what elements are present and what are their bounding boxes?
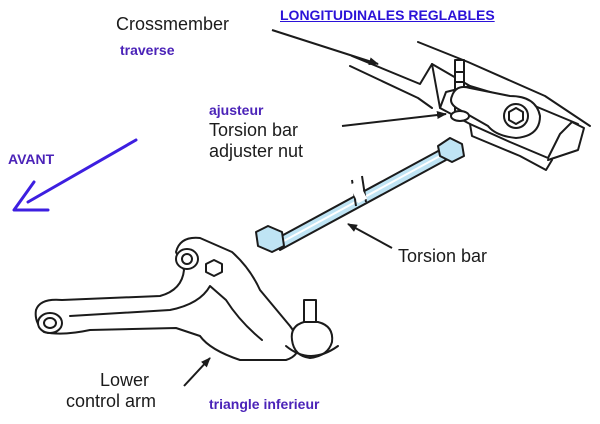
control-arm-leader: [183, 357, 211, 387]
control-arm-label-fr: triangle inferieur: [209, 396, 320, 412]
crossmember-rail-bottom: [349, 65, 433, 109]
control-arm-inner-edge: [69, 285, 263, 341]
torsion-bar-hex-end-rear: [437, 137, 465, 163]
control-arm-body: [34, 236, 301, 361]
adjuster-leader: [341, 111, 447, 127]
crossmember-flange: [469, 123, 553, 171]
torsion-bar-leader: [347, 223, 393, 249]
crossmember-rail-long: [417, 41, 591, 127]
adjuster-label: Torsion bar adjuster nut: [209, 120, 303, 161]
control-arm-bushing-front-inner: [43, 317, 57, 329]
torsion-bar-hex-end-front: [255, 225, 285, 253]
control-arm-label-line1: Lower: [100, 370, 150, 390]
crossmember-leader: [271, 29, 379, 66]
adjuster-nut: [450, 110, 470, 122]
diagram-title: LONGITUDINALES REGLABLES: [280, 7, 495, 23]
control-arm-bushing-rear-inner: [181, 253, 193, 265]
torsion-bar-drawing: [255, 137, 465, 253]
control-arm-label: Lower control arm: [66, 370, 156, 411]
front-arrow-shaft: [26, 138, 138, 204]
adjuster-label-fr: ajusteur: [209, 102, 264, 118]
crossmember-label: Crossmember: [116, 14, 230, 34]
adjuster-label-line2: adjuster nut: [209, 140, 304, 161]
control-arm-label-line2: control arm: [66, 390, 157, 411]
front-arrow-head: [12, 180, 50, 212]
crossmember-rail-top: [351, 55, 579, 125]
adjuster-key-hex: [508, 107, 524, 125]
torsion-bar-label: Torsion bar: [398, 246, 488, 266]
ball-joint-base: [285, 345, 339, 357]
torsion-bar-break-gap: [348, 180, 368, 204]
adjuster-label-line1: Torsion bar: [209, 120, 299, 140]
control-arm-torsion-socket: [205, 259, 223, 277]
adjuster-drawing: [450, 59, 541, 139]
crossmember-label-fr: traverse: [120, 42, 175, 58]
arrow-down-left-icon: [12, 138, 138, 212]
leader-lines: [183, 29, 447, 387]
front-direction-label: AVANT: [8, 151, 55, 167]
lower-control-arm-drawing: [34, 236, 339, 361]
